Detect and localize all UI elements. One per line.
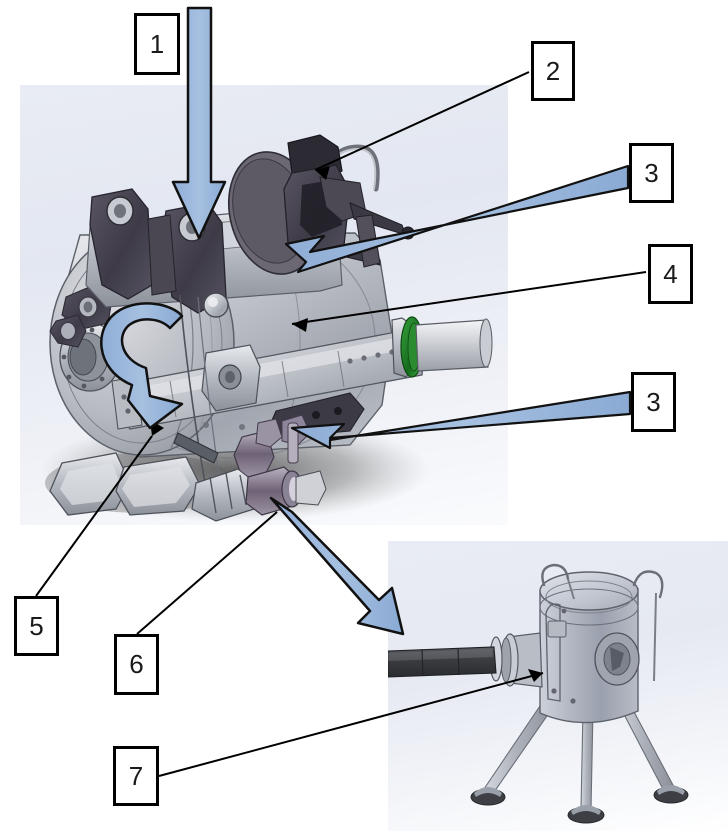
callout-6-label: 6 (129, 649, 144, 679)
callout-2[interactable]: 2 (531, 41, 575, 101)
callout-3-lower[interactable]: 3 (631, 372, 676, 432)
callout-7[interactable]: 7 (113, 746, 159, 806)
tripod-detail-render (388, 541, 728, 831)
callout-3-upper-label: 3 (644, 157, 659, 188)
callout-5[interactable]: 5 (14, 596, 59, 656)
callout-2-label: 2 (545, 55, 561, 86)
tripod-detail-artwork (388, 563, 689, 824)
main-assembly-render (20, 85, 508, 525)
callout-3-lower-label: 3 (646, 386, 661, 417)
callout-7-label: 7 (128, 760, 144, 791)
leader-line-6 (136, 511, 278, 635)
callout-6[interactable]: 6 (114, 634, 159, 695)
callout-1-label: 1 (149, 28, 165, 59)
callout-4-label: 4 (663, 258, 678, 289)
main-assembly-artwork (40, 134, 493, 522)
callout-3-upper[interactable]: 3 (629, 143, 674, 203)
callout-1[interactable]: 1 (134, 13, 180, 75)
callout-4[interactable]: 4 (648, 244, 693, 304)
callout-5-label: 5 (29, 610, 44, 641)
